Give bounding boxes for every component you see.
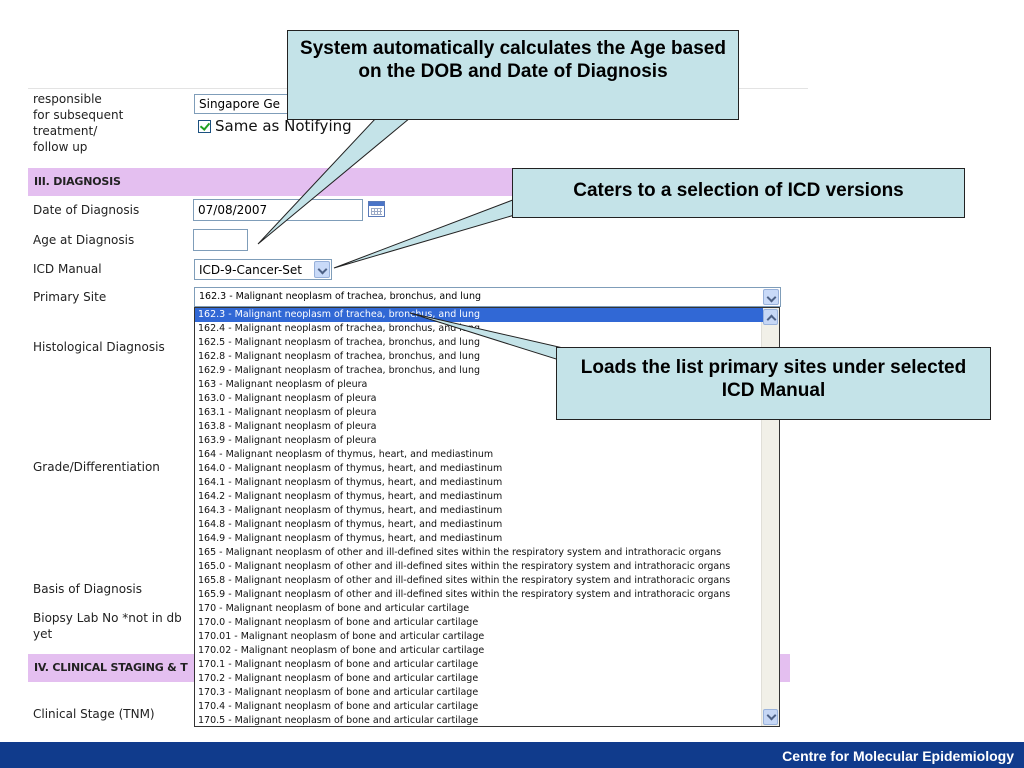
dropdown-option[interactable]: 164 - Malignant neoplasm of thymus, hear… — [198, 449, 494, 460]
icd-callout-text: Caters to a selection of ICD versions — [573, 180, 904, 201]
dropdown-option[interactable]: 165.0 - Malignant neoplasm of other and … — [198, 561, 731, 572]
dropdown-option[interactable]: 162.8 - Malignant neoplasm of trachea, b… — [198, 351, 480, 362]
list-callout-text: Loads the list primary sites under selec… — [580, 357, 967, 401]
dropdown-option[interactable]: 163.9 - Malignant neoplasm of pleura — [198, 435, 377, 446]
chevron-down-icon[interactable] — [314, 261, 330, 278]
age-at-diagnosis-input[interactable] — [193, 229, 248, 251]
icd-manual-select[interactable]: ICD-9-Cancer-Set — [194, 259, 332, 280]
dropdown-option[interactable]: 170 - Malignant neoplasm of bone and art… — [198, 603, 470, 614]
biopsy-lab-label-line-2: yet — [33, 627, 53, 641]
dropdown-option[interactable]: 162.3 - Malignant neoplasm of trachea, b… — [195, 308, 763, 322]
age-callout: System automatically calculates the Age … — [287, 30, 739, 120]
dropdown-option[interactable]: 162.9 - Malignant neoplasm of trachea, b… — [198, 365, 480, 376]
dropdown-option[interactable]: 165.9 - Malignant neoplasm of other and … — [198, 589, 731, 600]
scroll-down-icon[interactable] — [763, 709, 778, 725]
dropdown-option[interactable]: 163.1 - Malignant neoplasm of pleura — [198, 407, 377, 418]
age-callout-pointer — [257, 117, 412, 245]
same-as-notifying-label: Same as Notifying — [215, 117, 352, 135]
responsible-label-line-3: treatment/ — [33, 124, 98, 138]
dropdown-option[interactable]: 164.1 - Malignant neoplasm of thymus, he… — [198, 477, 503, 488]
primary-site-select[interactable]: 162.3 - Malignant neoplasm of trachea, b… — [194, 287, 781, 307]
primary-site-dropdown-list[interactable]: 162.3 - Malignant neoplasm of trachea, b… — [194, 307, 780, 727]
icd-manual-label: ICD Manual — [33, 262, 102, 276]
footer-text: Centre for Molecular Epidemiology — [782, 748, 1014, 764]
icd-callout-pointer — [333, 197, 519, 269]
clinical-stage-label: Clinical Stage (TNM) — [33, 707, 155, 721]
footer-bar: Centre for Molecular Epidemiology — [0, 742, 1024, 768]
dropdown-option[interactable]: 170.01 - Malignant neoplasm of bone and … — [198, 631, 485, 642]
icd-manual-value: ICD-9-Cancer-Set — [199, 263, 302, 277]
grade-differentiation-label: Grade/Differentiation — [33, 460, 160, 474]
dropdown-option[interactable]: 170.2 - Malignant neoplasm of bone and a… — [198, 673, 479, 684]
dropdown-option[interactable]: 164.8 - Malignant neoplasm of thymus, he… — [198, 519, 503, 530]
responsible-label-line-1: responsible — [33, 92, 102, 106]
hospital-select-value: Singapore Ge — [199, 97, 281, 111]
icd-callout: Caters to a selection of ICD versions — [512, 168, 965, 218]
dropdown-option[interactable]: 170.3 - Malignant neoplasm of bone and a… — [198, 687, 479, 698]
responsible-label-line-2: for subsequent — [33, 108, 124, 122]
date-of-diagnosis-value: 07/08/2007 — [198, 203, 268, 217]
dropdown-option[interactable]: 164.2 - Malignant neoplasm of thymus, he… — [198, 491, 503, 502]
scroll-up-icon[interactable] — [763, 309, 778, 325]
date-of-diagnosis-label: Date of Diagnosis — [33, 203, 140, 217]
section-diagnosis-title: III. DIAGNOSIS — [34, 175, 121, 188]
dropdown-option[interactable]: 170.1 - Malignant neoplasm of bone and a… — [198, 659, 479, 670]
histological-diagnosis-label: Histological Diagnosis — [33, 340, 165, 354]
responsible-label-line-4: follow up — [33, 140, 88, 154]
biopsy-lab-label-line-1: Biopsy Lab No *not in db — [33, 611, 182, 625]
dropdown-option[interactable]: 170.5 - Malignant neoplasm of bone and a… — [198, 715, 479, 726]
primary-site-value: 162.3 - Malignant neoplasm of trachea, b… — [199, 291, 481, 302]
basis-of-diagnosis-label: Basis of Diagnosis — [33, 582, 142, 596]
dropdown-option[interactable]: 163.0 - Malignant neoplasm of pleura — [198, 393, 377, 404]
dropdown-option[interactable]: 165 - Malignant neoplasm of other and il… — [198, 547, 722, 558]
calendar-icon[interactable] — [368, 201, 385, 217]
age-at-diagnosis-label: Age at Diagnosis — [33, 233, 135, 247]
dropdown-option[interactable]: 170.4 - Malignant neoplasm of bone and a… — [198, 701, 479, 712]
list-callout-pointer — [409, 312, 573, 365]
chevron-down-icon[interactable] — [763, 289, 779, 305]
dropdown-option[interactable]: 164.9 - Malignant neoplasm of thymus, he… — [198, 533, 503, 544]
date-of-diagnosis-input[interactable]: 07/08/2007 — [193, 199, 363, 221]
dropdown-option[interactable]: 162.4 - Malignant neoplasm of trachea, b… — [198, 323, 480, 334]
dropdown-option[interactable]: 164.0 - Malignant neoplasm of thymus, he… — [198, 463, 503, 474]
age-callout-text: System automatically calculates the Age … — [300, 38, 726, 82]
dropdown-option[interactable]: 164.3 - Malignant neoplasm of thymus, he… — [198, 505, 503, 516]
dropdown-option[interactable]: 162.5 - Malignant neoplasm of trachea, b… — [198, 337, 480, 348]
dropdown-option[interactable]: 170.0 - Malignant neoplasm of bone and a… — [198, 617, 479, 628]
primary-site-label: Primary Site — [33, 290, 107, 304]
dropdown-option[interactable]: 163.8 - Malignant neoplasm of pleura — [198, 421, 377, 432]
hospital-select[interactable]: Singapore Ge — [194, 94, 314, 114]
dropdown-option[interactable]: 165.8 - Malignant neoplasm of other and … — [198, 575, 731, 586]
checkbox-checked-icon[interactable] — [198, 120, 211, 133]
section-staging-title: IV. CLINICAL STAGING & T — [34, 661, 188, 674]
dropdown-option[interactable]: 163 - Malignant neoplasm of pleura — [198, 379, 368, 390]
dropdown-option[interactable]: 170.02 - Malignant neoplasm of bone and … — [198, 645, 485, 656]
list-callout: Loads the list primary sites under selec… — [556, 347, 991, 420]
